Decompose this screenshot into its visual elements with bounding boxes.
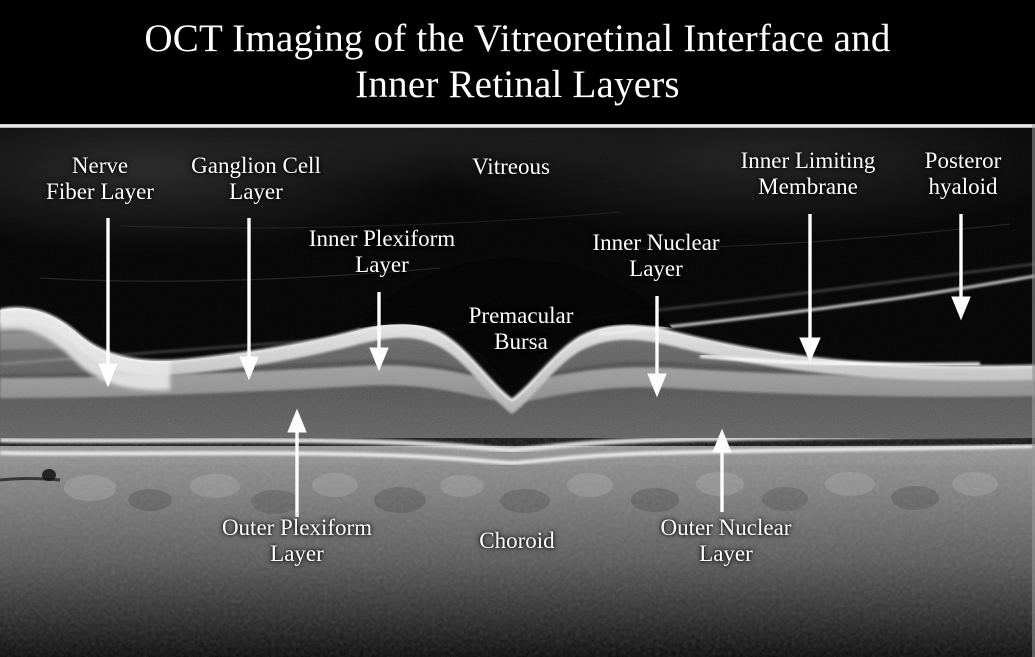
label-inner-limiting-membrane: Inner Limiting Membrane: [740, 148, 876, 199]
retina-cross-section-svg: [0, 128, 1035, 657]
label-vitreous: Vitreous: [472, 154, 550, 179]
label-premacular-bursa: Premacular Bursa: [468, 303, 574, 354]
scan-noise-overlay: [0, 128, 1035, 657]
label-outer-plexiform-layer: Outer Plexiform Layer: [221, 515, 373, 566]
page-title-line-1: OCT Imaging of the Vitreoretinal Interfa…: [144, 17, 891, 60]
title-divider-rule: [0, 124, 1035, 128]
label-nerve-fiber-layer: Nerve Fiber Layer: [46, 153, 154, 204]
label-inner-nuclear-layer: Inner Nuclear Layer: [592, 230, 720, 281]
figure-right-border: [1032, 124, 1035, 657]
label-choroid: Choroid: [479, 528, 555, 553]
oct-scan-image: Nerve Fiber Layer Ganglion Cell Layer In…: [0, 128, 1035, 657]
label-inner-plexiform-layer: Inner Plexiform Layer: [308, 226, 456, 277]
label-ganglion-cell-layer: Ganglion Cell Layer: [191, 153, 321, 204]
page-title-line-2: Inner Retinal Layers: [355, 63, 680, 106]
label-posteror-hyaloid: Posteror hyaloid: [924, 148, 1002, 199]
figure-title-band: OCT Imaging of the Vitreoretinal Interfa…: [0, 0, 1035, 124]
label-outer-nuclear-layer: Outer Nuclear Layer: [660, 515, 792, 566]
